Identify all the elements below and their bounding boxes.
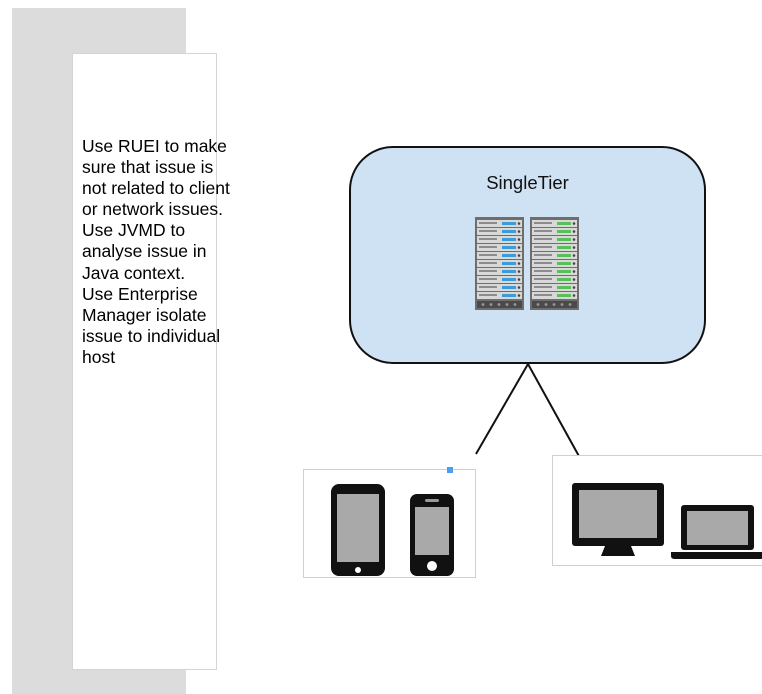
note-line: or network issues. [82, 199, 224, 220]
note-panel [72, 53, 217, 670]
server-rack-icon [475, 217, 524, 310]
mobile-devices-icon [331, 484, 454, 576]
note-line: host [82, 346, 116, 367]
note-line: issue to individual [82, 325, 221, 346]
smartphone-icon [410, 494, 454, 576]
connector-line-desktop [527, 363, 581, 459]
note-line: Java context. [82, 262, 186, 283]
note-line: Use Enterprise [82, 283, 198, 304]
desktop-monitor-icon [572, 483, 664, 556]
desktop-devices-card[interactable] [552, 455, 762, 566]
connector-line-mobile [475, 363, 529, 455]
single-tier-box[interactable]: SingleTier [349, 146, 706, 364]
mobile-devices-card[interactable] [303, 469, 476, 578]
selection-handle[interactable] [447, 467, 453, 473]
note-line: analyse issue in [82, 241, 207, 262]
desktop-devices-icon [572, 483, 762, 559]
note-line: Manager isolate [82, 304, 207, 325]
tier-title: SingleTier [486, 172, 569, 193]
laptop-icon [671, 505, 762, 559]
note-line: Use RUEI to make [82, 136, 227, 156]
note-text: Use RUEI to make sure that issue is not … [82, 136, 282, 368]
server-rack-icon [530, 217, 579, 310]
tablet-icon [331, 484, 385, 576]
note-line: not related to client [82, 178, 230, 199]
note-line: sure that issue is [82, 157, 214, 178]
note-line: Use JVMD to [82, 220, 186, 241]
